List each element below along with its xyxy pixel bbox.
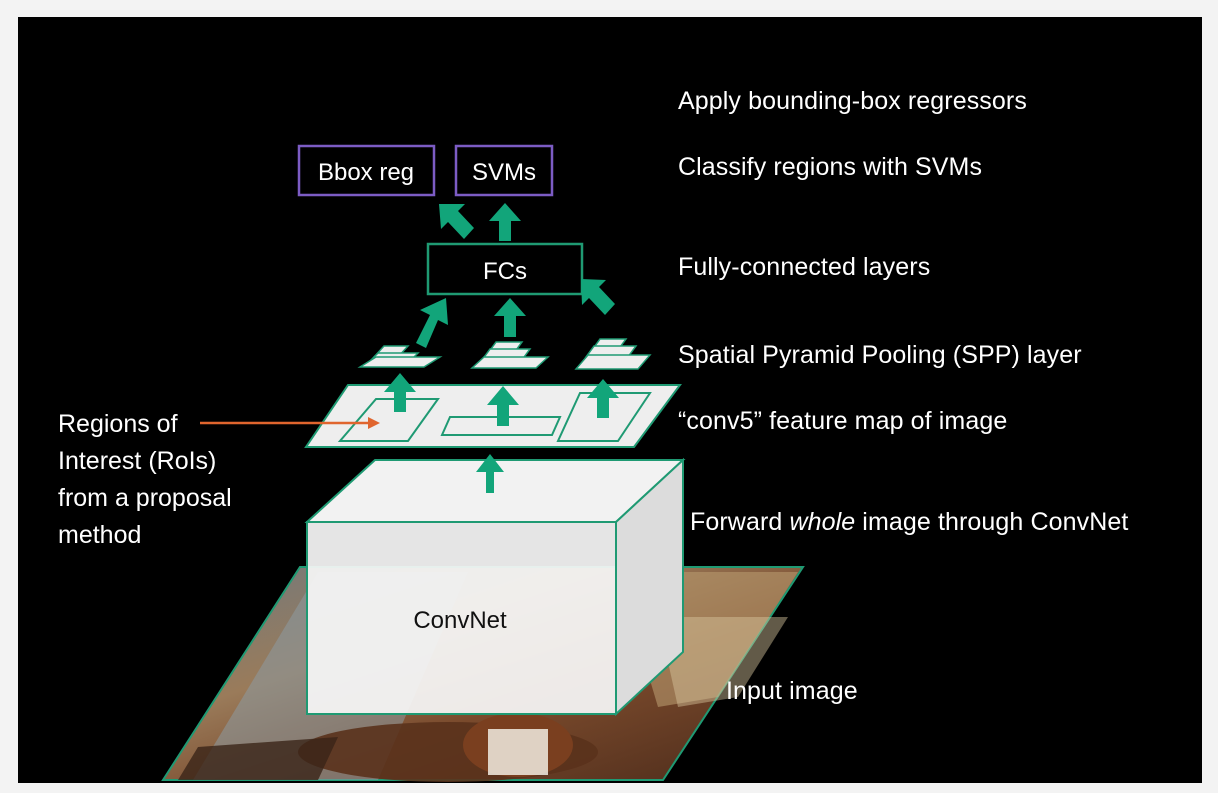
- fcs-label: FCs: [483, 258, 527, 285]
- rois-line-3: from a proposal: [58, 484, 232, 512]
- arrow-conv5-to-spp-left: [384, 373, 416, 412]
- arrow-fcs-to-svms: [489, 203, 521, 241]
- flow-arrows: [384, 203, 619, 493]
- diagram-slide: ConvNet FCs: [18, 17, 1202, 783]
- arrow-conv5-to-spp-middle: [487, 386, 519, 426]
- spp-pyramid-middle: [470, 341, 550, 369]
- rois-line-2: Interest (RoIs): [58, 447, 217, 475]
- forward-text-emphasis: whole: [789, 508, 856, 536]
- svms-label: SVMs: [472, 159, 536, 186]
- label-spp-layer: Spatial Pyramid Pooling (SPP) layer: [678, 341, 1082, 369]
- label-forward-image: Forward whole image through ConvNet: [690, 510, 1128, 535]
- convnet-block: ConvNet: [304, 457, 686, 717]
- arrow-fcs-to-bbox-reg: [439, 204, 474, 239]
- svms-box: SVMs: [454, 144, 554, 197]
- roi-region-middle: [440, 416, 562, 436]
- label-apply-bbox-regressors: Apply bounding-box regressors: [678, 87, 1027, 115]
- bbox-reg-box: Bbox reg: [297, 144, 436, 197]
- rois-line-1: Regions of: [58, 410, 178, 438]
- rois-label: Regions of Interest (RoIs) from a propos…: [58, 406, 232, 554]
- label-fully-connected: Fully-connected layers: [678, 253, 931, 281]
- arrow-spp-left-to-fcs: [416, 298, 448, 348]
- spp-pyramid-left: [357, 345, 443, 368]
- label-input-image: Input image: [726, 677, 858, 705]
- arrow-spp-right-to-fcs: [581, 279, 615, 315]
- forward-text-post: image through ConvNet: [855, 508, 1129, 536]
- roi-region-right: [556, 392, 652, 442]
- label-conv5-feature-map: “conv5” feature map of image: [678, 407, 1008, 435]
- label-classify-svms: Classify regions with SVMs: [678, 153, 983, 181]
- spp-pyramid-right: [574, 338, 652, 370]
- convnet-label: ConvNet: [413, 607, 507, 634]
- arrow-convnet-to-conv5: [476, 454, 504, 493]
- arrow-spp-middle-to-fcs: [494, 298, 526, 337]
- bbox-reg-label: Bbox reg: [318, 159, 414, 186]
- arrow-conv5-to-spp-right: [587, 379, 619, 418]
- roi-region-left: [337, 398, 440, 442]
- roi-pointer-arrow: [200, 417, 380, 429]
- diagram-canvas: ConvNet FCs: [161, 144, 805, 782]
- conv5-feature-map: [304, 384, 682, 448]
- rois-line-4: method: [58, 521, 142, 549]
- forward-text-pre: Forward: [690, 508, 790, 536]
- fcs-box: FCs: [426, 242, 584, 296]
